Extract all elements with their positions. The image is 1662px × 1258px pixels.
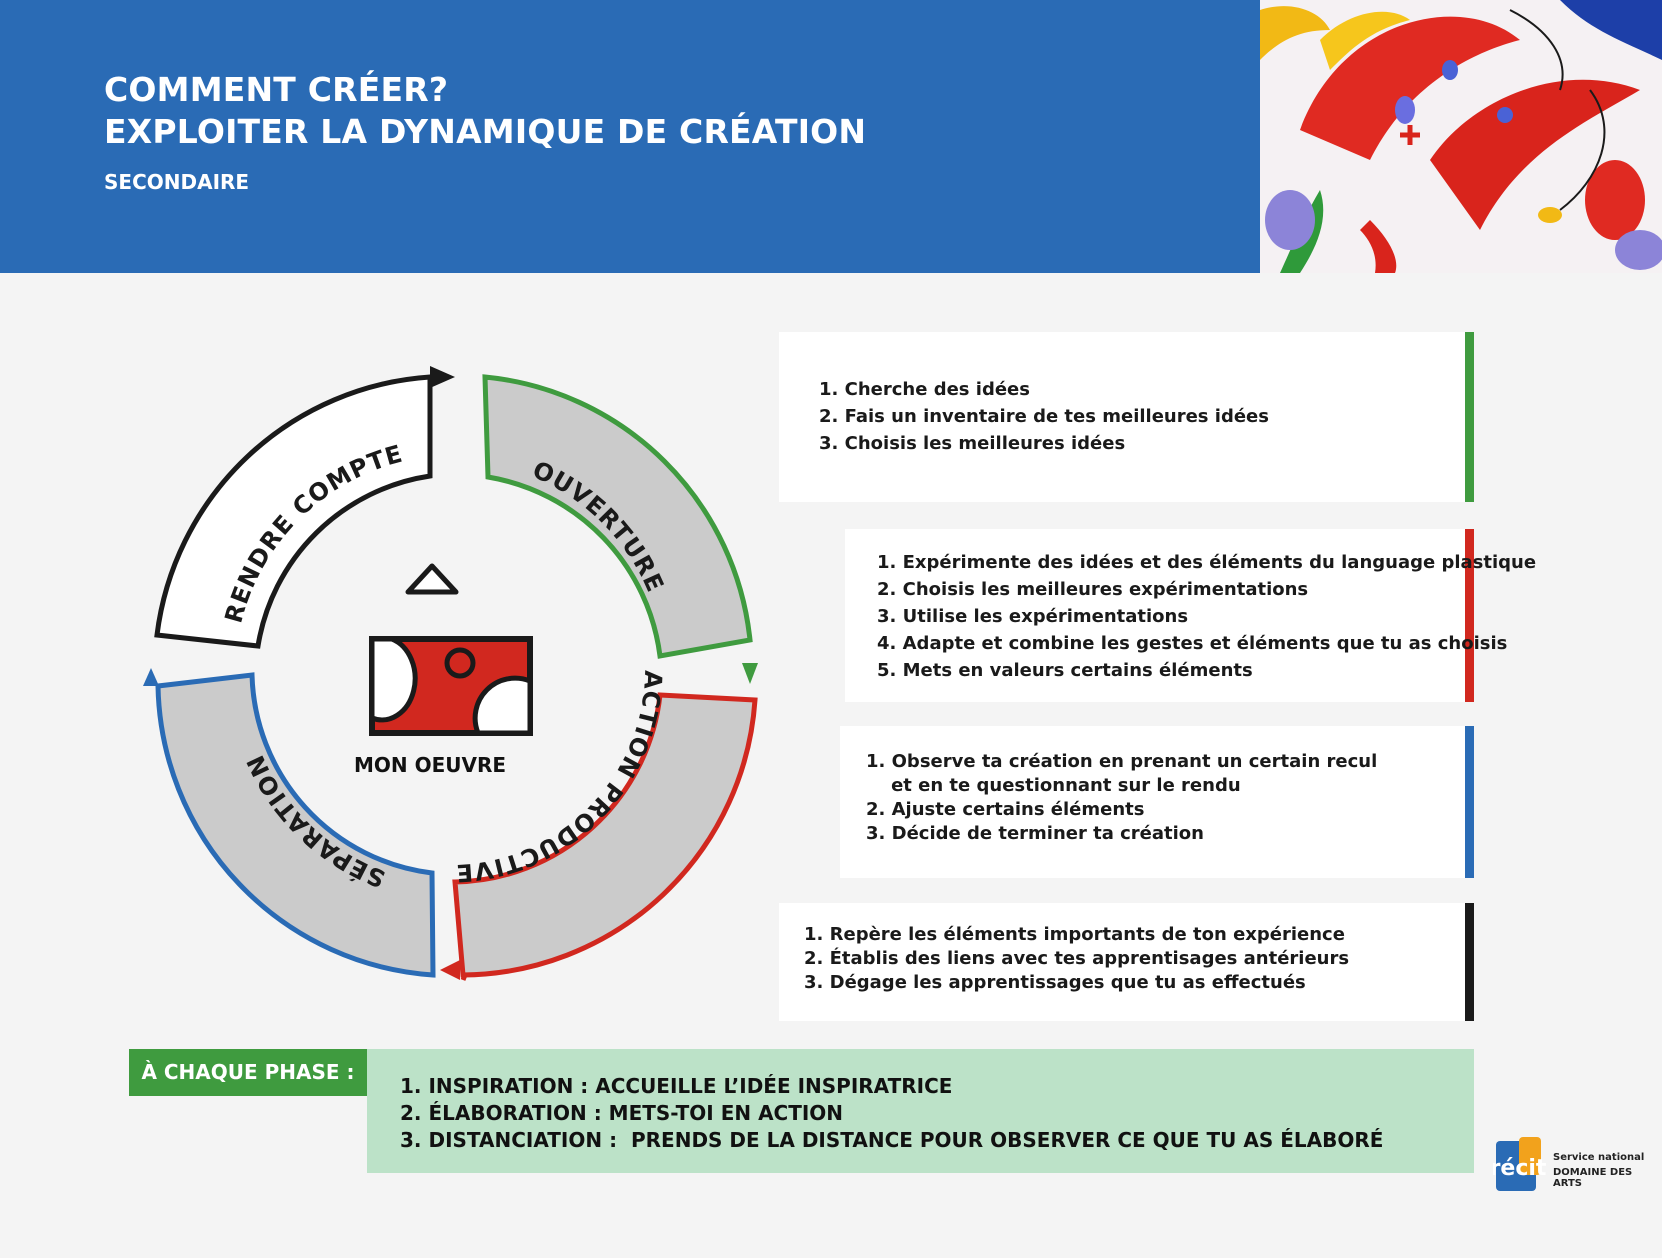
card-list: 1. Expérimente des idées et des éléments… <box>877 549 1536 684</box>
list-item: 3. Décide de terminer ta création <box>866 823 1204 844</box>
card-list: 1. Cherche des idées 2. Fais un inventai… <box>819 376 1269 457</box>
arrowhead-separation <box>143 668 159 686</box>
list-item: 3. Dégage les apprentissages que tu as e… <box>804 972 1306 993</box>
list-item: 2. Ajuste certains éléments <box>866 799 1145 820</box>
card-ouverture: 1. Cherche des idées 2. Fais un inventai… <box>779 332 1474 502</box>
list-item: 2. Choisis les meilleures expérimentatio… <box>877 579 1309 600</box>
arrowhead-rendre-compte <box>430 366 455 388</box>
card-accent-bar <box>1465 529 1474 702</box>
list-item: 3. DISTANCIATION : PRENDS DE LA DISTANCE… <box>400 1128 1384 1152</box>
list-item: 3. Utilise les expérimentations <box>877 606 1189 627</box>
card-rendre-compte: 1. Repère les éléments importants de ton… <box>779 903 1474 1021</box>
logo-line1: Service national <box>1553 1152 1645 1163</box>
logo-line2: DOMAINE DES ARTS <box>1553 1167 1633 1189</box>
phase-segment-action-productive <box>452 692 758 978</box>
card-accent-bar <box>1465 903 1474 1021</box>
phase-segment-separation <box>155 672 436 978</box>
page-subtitle: SECONDAIRE <box>104 170 250 194</box>
phase-segment-rendre-compte <box>154 374 433 649</box>
abstract-painting-image <box>1260 0 1662 273</box>
page-title-line1: COMMENT CRÉER? <box>104 70 449 109</box>
header-banner: COMMENT CRÉER? EXPLOITER LA DYNAMIQUE DE… <box>0 0 1260 273</box>
list-item: 1. Expérimente des idées et des éléments… <box>877 552 1537 573</box>
card-separation: 1. Observe ta création en prenant un cer… <box>840 726 1474 878</box>
list-item: 1. Observe ta création en prenant un cer… <box>866 751 1378 772</box>
card-list: 1. Observe ta création en prenant un cer… <box>866 750 1377 846</box>
recit-logo-mark: récit <box>1490 1137 1547 1191</box>
card-list: 1. Repère les éléments importants de ton… <box>804 923 1349 995</box>
list-item: 3. Choisis les meilleures idées <box>819 433 1126 454</box>
list-item: 2. Fais un inventaire de tes meilleures … <box>819 406 1269 427</box>
list-item: 1. Cherche des idées <box>819 379 1030 400</box>
list-item: 2. Établis des liens avec tes apprentisa… <box>804 948 1350 969</box>
list-item: 4. Adapte et combine les gestes et éléme… <box>877 633 1508 654</box>
card-action-productive: 1. Expérimente des idées et des éléments… <box>845 529 1536 702</box>
page-title-line2: EXPLOITER LA DYNAMIQUE DE CRÉATION <box>104 112 867 151</box>
phase-segment-ouverture <box>482 374 753 659</box>
phase-list: 1. INSPIRATION : ACCUEILLE L’IDÉE INSPIR… <box>400 1073 1383 1154</box>
phase-section-box: 1. INSPIRATION : ACCUEILLE L’IDÉE INSPIR… <box>367 1049 1474 1173</box>
list-item: 5. Mets en valeurs certains éléments <box>877 660 1253 681</box>
list-item: et en te questionnant sur le rendu <box>866 775 1241 796</box>
phase-section-label: À CHAQUE PHASE : <box>129 1049 367 1096</box>
creation-cycle-diagram: OUVERTURE ACTION PRODUCTIVE SÉPARATION R… <box>143 366 758 981</box>
list-item: 1. INSPIRATION : ACCUEILLE L’IDÉE INSPIR… <box>400 1074 953 1098</box>
card-accent-bar <box>1465 332 1474 502</box>
list-item: 2. ÉLABORATION : METS-TOI EN ACTION <box>400 1101 844 1125</box>
card-accent-bar <box>1465 726 1474 878</box>
arrowhead-ouverture <box>742 663 758 684</box>
center-label: MON OEUVRE <box>354 753 506 777</box>
logo-brand: récit <box>1493 1156 1547 1181</box>
arrowhead-action-productive <box>440 960 460 980</box>
artwork-icon <box>369 563 533 736</box>
list-item: 1. Repère les éléments importants de ton… <box>804 924 1345 945</box>
recit-logo: récit Service national DOMAINE DES ARTS <box>1490 1135 1658 1195</box>
